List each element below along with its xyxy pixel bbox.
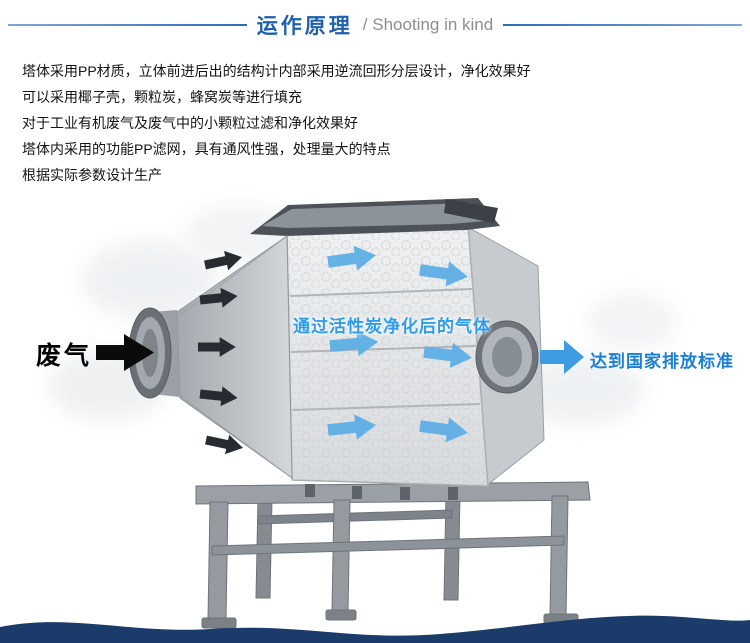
tower-top-surface <box>262 203 484 228</box>
description-block: 塔体采用PP材质，立体前进后出的结构计内部采用逆流回形分层设计，净化效果好 可以… <box>22 58 732 188</box>
layer-seams <box>289 288 481 411</box>
page-subtitle: / Shooting in kind <box>362 15 494 34</box>
outlet-arrow-icon <box>540 340 584 374</box>
inlet-gas-label: 废气 <box>36 342 93 370</box>
header-line-left <box>8 24 247 26</box>
description-line-3: 对于工业有机废气及废气中的小颗粒过滤和净化效果好 <box>22 115 358 131</box>
outlet-opening <box>492 337 522 377</box>
emission-standard-label: 达到国家排放标准 <box>590 352 734 371</box>
smoke-clouds <box>48 205 677 425</box>
top-vent <box>444 199 498 223</box>
hood-edges <box>179 235 293 479</box>
page-title: 运作原理 <box>256 15 353 38</box>
description-line-1: 塔体采用PP材质，立体前进后出的结构计内部采用逆流回形分层设计，净化效果好 <box>22 63 531 79</box>
support-frame <box>195 481 591 629</box>
description-line-5: 根据实际参数设计生产 <box>22 167 162 183</box>
inlet-arrow-icon <box>96 334 154 371</box>
purified-gas-label: 通过活性炭净化后的气体 <box>293 317 491 336</box>
description-line-4: 塔体内采用的功能PP滤网，具有通风性强，处理量大的特点 <box>22 141 391 157</box>
header-line-right <box>503 24 743 26</box>
footer-wave <box>0 615 750 643</box>
drain-fittings <box>305 484 458 500</box>
description-line-2: 可以采用椰子壳，颗粒炭，蜂窝炭等进行填充 <box>22 89 302 105</box>
header: 运作原理 / Shooting in kind <box>0 10 750 40</box>
